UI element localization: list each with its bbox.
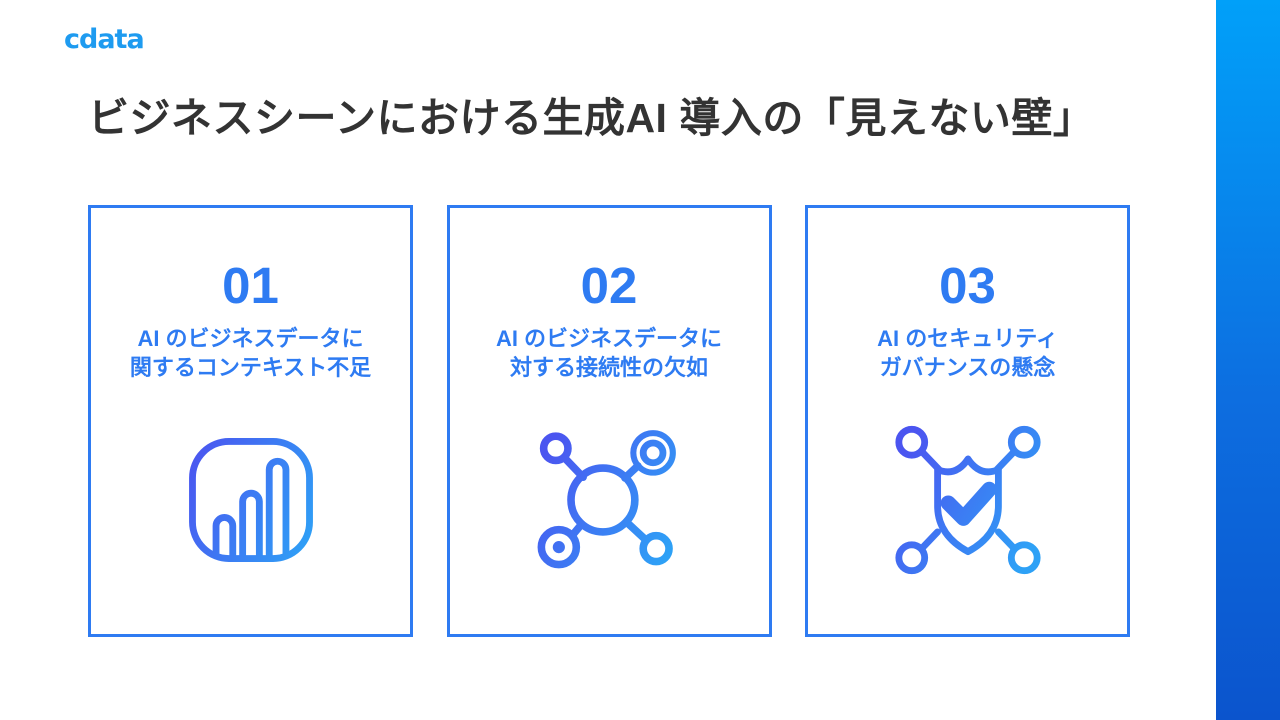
card-text: AI のビジネスデータに 関するコンテキスト不足 [130, 324, 371, 382]
cdata-logo: cdata [64, 24, 145, 55]
card-number: 02 [580, 257, 638, 314]
cards-row: 01 AI のビジネスデータに 関するコンテキスト不足 [88, 205, 1130, 637]
card-text: AI のセキュリティ ガバナンスの懸念 [877, 324, 1058, 382]
card-connectivity-gap: 02 AI のビジネスデータに 対する接続性の欠如 [446, 205, 772, 637]
card-number: 03 [939, 257, 996, 314]
check-mark [940, 481, 997, 526]
card-text-line2: 対する接続性の欠如 [509, 355, 708, 381]
card-text: AI のビジネスデータに 対する接続性の欠如 [496, 324, 722, 382]
card-text-line1: AI のビジネスデータに [495, 326, 723, 352]
card-text-line1: AI のビジネスデータに [137, 326, 364, 352]
network-hub-icon [533, 424, 685, 576]
right-accent-bar [1216, 0, 1280, 720]
card-text-line2: ガバナンスの懸念 [879, 355, 1056, 381]
shield-check-icon [892, 424, 1044, 576]
hub-dot [552, 541, 565, 554]
card-number: 01 [222, 257, 279, 314]
card-context-gap: 01 AI のビジネスデータに 関するコンテキスト不足 [88, 205, 413, 637]
bar-chart-icon [175, 424, 327, 576]
card-text-line2: 関するコンテキスト不足 [129, 355, 372, 381]
card-security-governance: 03 AI のセキュリティ ガバナンスの懸念 [805, 205, 1130, 637]
slide-title: ビジネスシーンにおける生成AI 導入の「見えない壁」 [88, 95, 1095, 141]
card-text-line1: AI のセキュリティ [877, 326, 1058, 352]
